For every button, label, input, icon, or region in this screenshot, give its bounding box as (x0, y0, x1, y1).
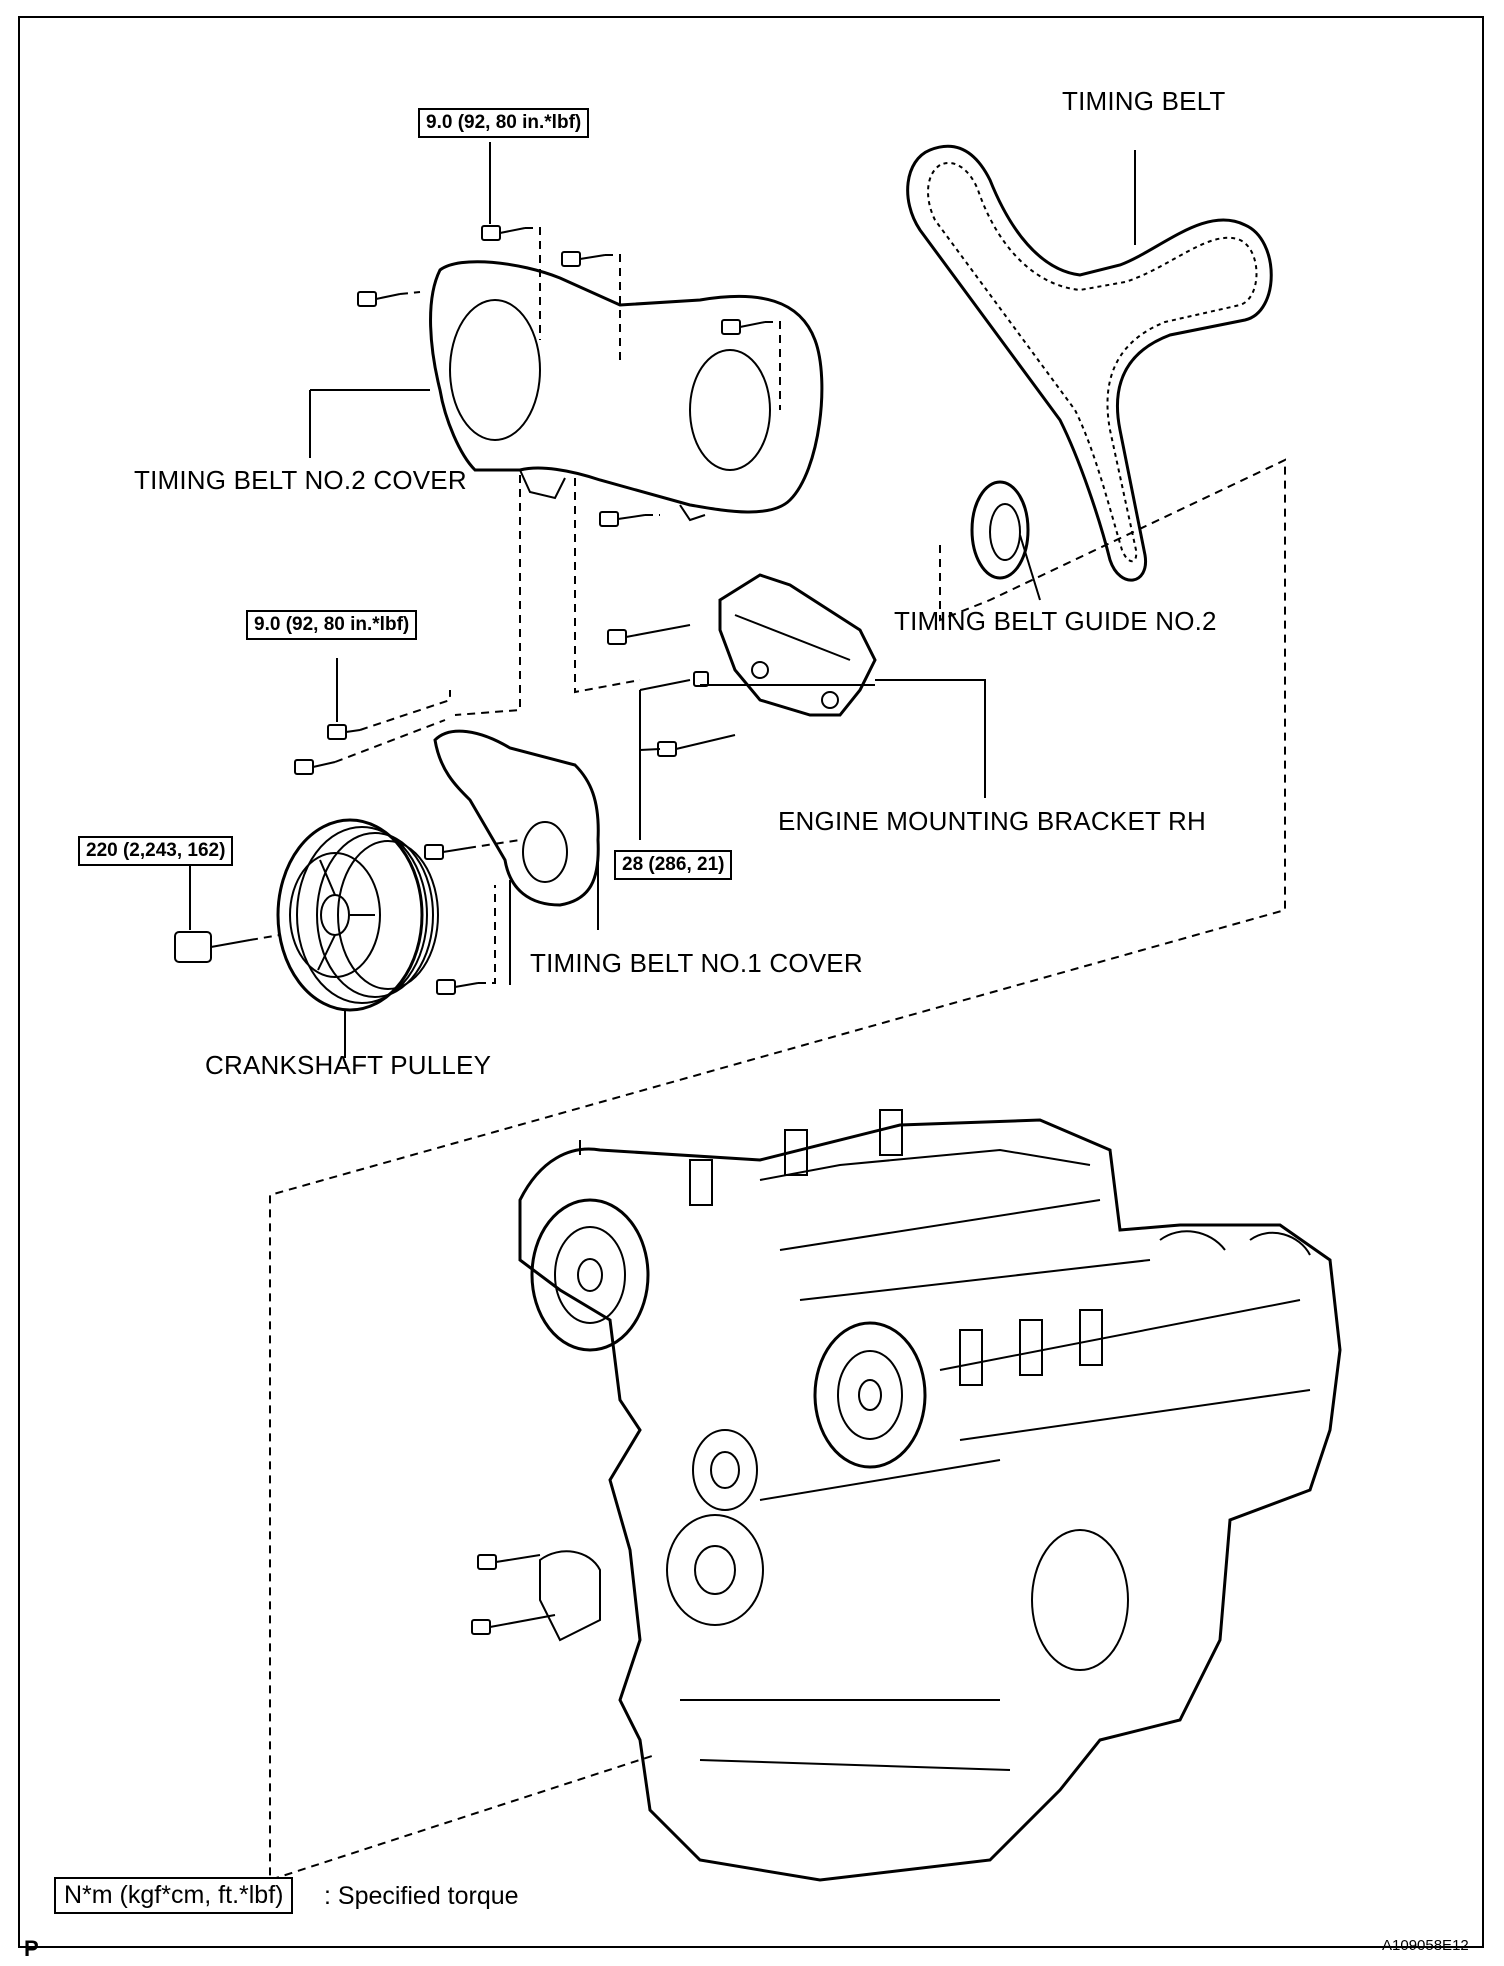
torque-no1-cover: 9.0 (92, 80 in.*lbf) (246, 610, 418, 640)
timing-belt-drawing (906, 144, 1273, 582)
diagram-frame (18, 16, 1484, 1948)
label-timing-belt-no1-cover: TIMING BELT NO.1 COVER (530, 948, 863, 978)
torque-cover-top: 9.0 (92, 80 in.*lbf) (418, 108, 590, 138)
cover-bolt-guides (399, 227, 781, 716)
page-mark: P (24, 1936, 39, 1961)
timing-belt-guide-no2-drawing (970, 480, 1041, 601)
no1-cover-bolt-guides (334, 690, 521, 984)
timing-belt-no2-cover-drawing (309, 260, 824, 522)
engine-block-drawing (471, 1109, 1342, 1882)
cover-bolts (357, 225, 766, 527)
legend-unit-box: N*m (kgf*cm, ft.*lbf) (54, 1877, 294, 1914)
torque-crank-bolt: 220 (2,243, 162) (78, 836, 234, 866)
label-timing-belt-guide-no2: TIMING BELT GUIDE NO.2 (894, 606, 1217, 636)
assembly-boundary (269, 458, 1286, 1882)
torque-bracket: 28 (286, 21) (614, 850, 733, 880)
figure-code: A109058E12 (1382, 1937, 1469, 1954)
legend-description: : Specified torque (324, 1882, 519, 1910)
label-timing-belt: TIMING BELT (1062, 86, 1226, 116)
crankshaft-pulley-drawing (174, 818, 439, 1058)
timing-belt-no1-cover-drawing (294, 658, 600, 995)
engine-mounting-bracket-drawing (607, 573, 986, 840)
label-engine-mounting-bracket-rh: ENGINE MOUNTING BRACKET RH (778, 806, 1206, 836)
label-timing-belt-no2-cover: TIMING BELT NO.2 COVER (134, 465, 467, 495)
label-crankshaft-pulley: CRANKSHAFT PULLEY (205, 1050, 492, 1080)
